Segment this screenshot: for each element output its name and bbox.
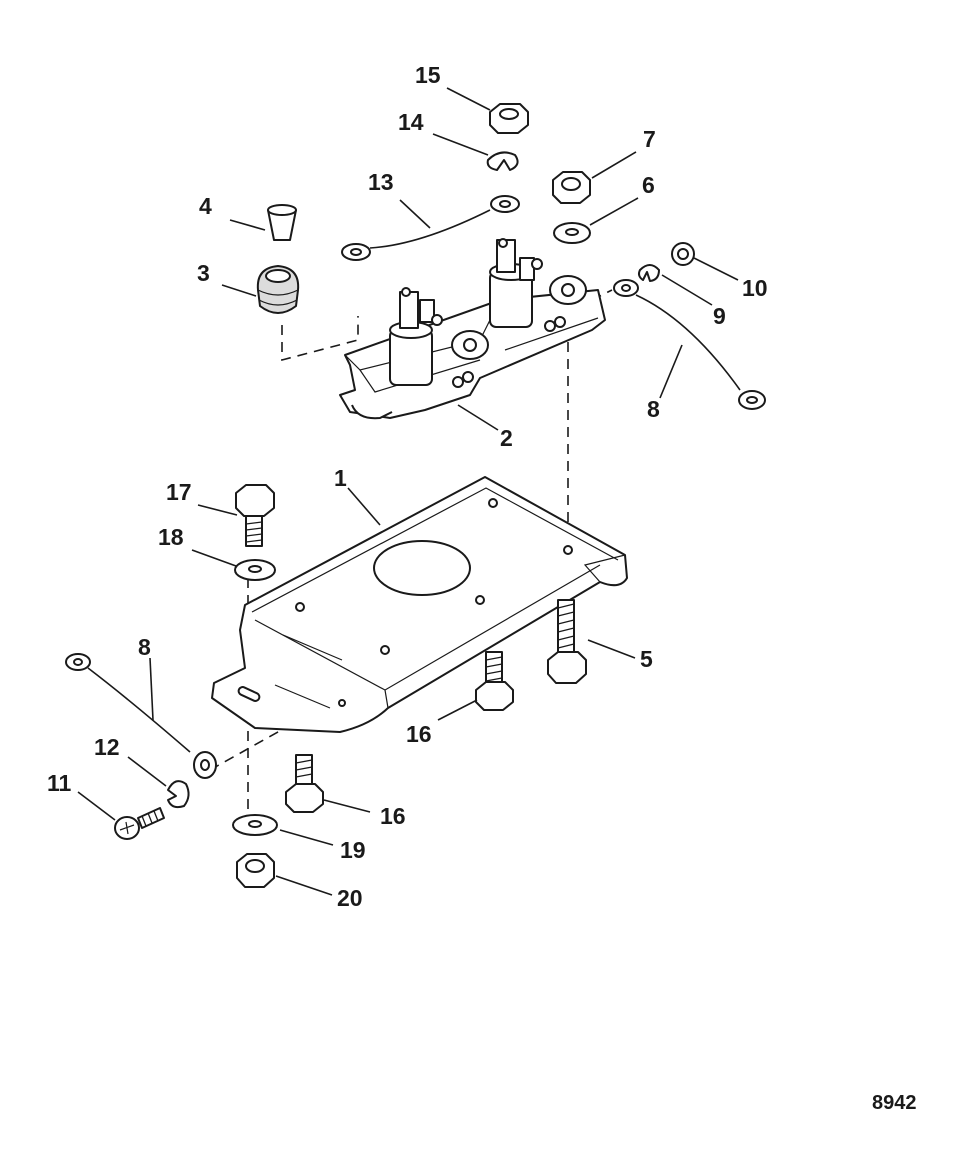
lead-wire-left (65, 653, 217, 779)
callout-8-left: 8 (138, 634, 151, 660)
locknut-bottom (236, 853, 275, 888)
callout-12: 12 (94, 734, 120, 760)
sleeve (267, 204, 297, 241)
screw (114, 807, 165, 840)
callout-14: 14 (398, 109, 424, 135)
flat-washer-upper (553, 222, 591, 244)
callout-6: 6 (642, 172, 655, 198)
callout-9: 9 (713, 303, 726, 329)
drawing-number: 8942 (872, 1092, 917, 1114)
hex-nut-top (489, 103, 529, 134)
callout-8-right: 8 (647, 396, 660, 422)
callout-labels: 1 2 3 4 5 6 7 8 8 9 10 11 12 13 14 15 16… (47, 62, 768, 911)
callout-17: 17 (166, 479, 192, 505)
locknut-upper (552, 171, 591, 204)
grommet (256, 265, 300, 314)
hex-bolt-short-lower (285, 754, 324, 813)
callout-5: 5 (640, 646, 653, 672)
callout-3: 3 (197, 260, 210, 286)
callout-20: 20 (337, 885, 363, 911)
callout-4: 4 (199, 193, 212, 219)
lead-wire-right (613, 279, 766, 410)
flat-washer-bottom (232, 814, 278, 836)
solenoid-assembly (339, 238, 606, 420)
callout-10: 10 (742, 275, 768, 301)
callout-19: 19 (340, 837, 366, 863)
hex-bolt-long (547, 599, 587, 684)
callout-13: 13 (368, 169, 394, 195)
callout-2: 2 (500, 425, 513, 451)
callout-16-right: 16 (406, 721, 432, 747)
lock-washer-small (638, 264, 660, 282)
callout-18: 18 (158, 524, 184, 550)
hex-bolt-top (235, 484, 275, 547)
leader-lines (77, 87, 739, 896)
callout-1: 1 (334, 465, 347, 491)
mounting-bracket (211, 476, 628, 733)
lock-washer-left (167, 780, 190, 809)
callout-11: 11 (47, 770, 72, 796)
hex-bolt-short-right (475, 651, 514, 711)
hex-nut-small (671, 242, 695, 266)
callout-15: 15 (415, 62, 441, 88)
callout-7: 7 (643, 126, 656, 152)
flat-washer-bracket (234, 559, 276, 581)
lock-washer-top (486, 151, 519, 171)
lead-wire-upper (341, 195, 520, 261)
callout-16-lower: 16 (380, 803, 406, 829)
